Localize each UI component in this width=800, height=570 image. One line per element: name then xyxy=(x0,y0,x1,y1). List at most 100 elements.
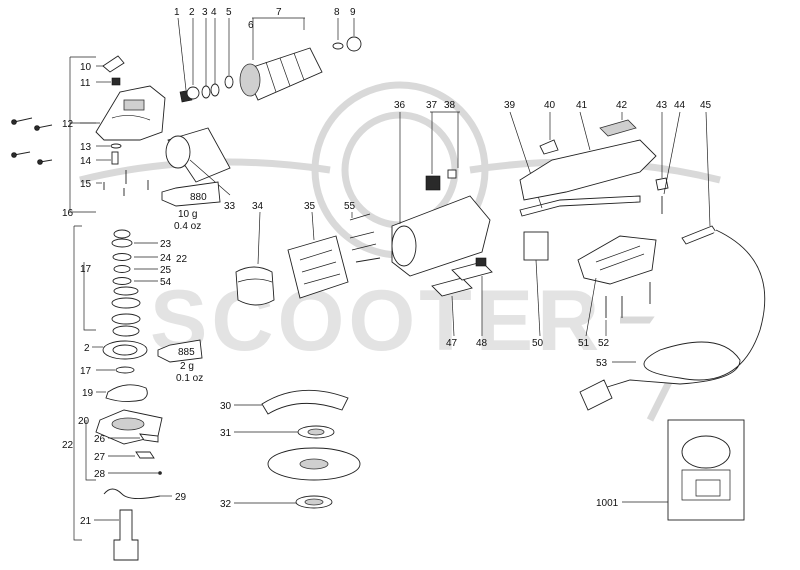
label-8: 8 xyxy=(334,7,340,18)
label-35: 35 xyxy=(304,201,316,212)
part-36-motor-housing xyxy=(391,195,491,277)
part-41-cover xyxy=(519,139,657,201)
part-30-guard xyxy=(261,389,349,415)
tube2-weight: 2 g xyxy=(180,361,194,372)
label-3: 3 xyxy=(202,7,208,18)
part-29-wire xyxy=(103,488,161,499)
label-52: 52 xyxy=(598,338,610,349)
part-9-bearing xyxy=(346,36,362,52)
part-11-block xyxy=(111,77,121,86)
label-53: 53 xyxy=(596,358,608,369)
label-43: 43 xyxy=(656,100,668,111)
part-26-lever xyxy=(139,433,159,443)
part-42-label xyxy=(599,119,637,137)
label-38: 38 xyxy=(444,100,456,111)
armature-group xyxy=(177,17,362,103)
label-27: 27 xyxy=(94,452,106,463)
label-20: 20 xyxy=(78,416,90,427)
housing-group xyxy=(391,111,766,411)
label-25: 25 xyxy=(160,265,172,276)
part-14-pin xyxy=(111,151,119,165)
part-3-washer xyxy=(201,85,211,99)
part-47-sheet xyxy=(431,277,473,297)
label-48: 48 xyxy=(476,338,488,349)
callout-labels: 1 2 3 4 5 6 7 8 9 10 11 12 13 14 15 16 1… xyxy=(62,7,712,527)
part-50-electronics xyxy=(523,231,549,261)
motor-group xyxy=(234,211,381,509)
spindle-group: 885 2 g 0.1 oz xyxy=(73,225,203,561)
label-28: 28 xyxy=(94,469,106,480)
part-10-clip xyxy=(102,55,125,73)
label-26: 26 xyxy=(94,434,106,445)
label-14: 14 xyxy=(80,156,92,167)
label-41: 41 xyxy=(576,100,588,111)
label-2: 2 xyxy=(189,7,195,18)
switch-small xyxy=(475,257,487,267)
part-51-handle-shell xyxy=(577,235,657,285)
label-12: 12 xyxy=(62,119,74,130)
part-4-washer xyxy=(210,83,220,97)
part-39-switch-rod xyxy=(519,195,641,217)
part-17-washer xyxy=(115,366,135,374)
label-21: 21 xyxy=(80,516,92,527)
part-19-flange xyxy=(105,384,148,403)
label-1: 1 xyxy=(174,7,180,18)
part-2-bearing xyxy=(186,86,200,100)
label-42: 42 xyxy=(616,100,628,111)
part-5-washer xyxy=(224,75,234,89)
label-2b: 2 xyxy=(84,343,90,354)
label-37: 37 xyxy=(426,100,438,111)
part-8-washer xyxy=(332,42,344,50)
gear-head-group: 880 10 g 0.4 oz xyxy=(11,55,231,232)
grease-tube-885: 885 2 g 0.1 oz xyxy=(157,339,203,384)
screws-16 xyxy=(11,117,53,165)
label-30: 30 xyxy=(220,401,232,412)
part-55-leads xyxy=(349,213,381,263)
label-47: 47 xyxy=(446,338,458,349)
label-4: 4 xyxy=(211,7,217,18)
tube2-code: 885 xyxy=(178,347,195,358)
label-13: 13 xyxy=(80,142,92,153)
detail-box-1001 xyxy=(622,419,745,521)
label-17: 17 xyxy=(80,264,92,275)
label-33: 33 xyxy=(224,201,236,212)
label-19: 19 xyxy=(82,388,94,399)
part-52-screws xyxy=(605,282,651,318)
part-13-washer xyxy=(110,143,122,149)
label-40: 40 xyxy=(544,100,556,111)
label-31: 31 xyxy=(220,428,232,439)
label-45: 45 xyxy=(700,100,712,111)
part-21-spindle xyxy=(113,509,139,561)
tube1-code: 880 xyxy=(190,192,207,203)
part-33-side-handle xyxy=(165,127,231,196)
watermark-text: SCOOTER xyxy=(150,273,603,369)
label-7: 7 xyxy=(276,7,282,18)
part-53-cable xyxy=(603,229,766,389)
label-9: 9 xyxy=(350,7,356,18)
label-16: 16 xyxy=(62,208,74,219)
label-22: 22 xyxy=(62,440,74,451)
label-54: 54 xyxy=(160,277,172,288)
part-40-button xyxy=(539,139,559,155)
label-10: 10 xyxy=(80,62,92,73)
label-36: 36 xyxy=(394,100,406,111)
label-44: 44 xyxy=(674,100,686,111)
part-12-gear-housing xyxy=(95,85,166,141)
label-34: 34 xyxy=(252,201,264,212)
grease-tube-880: 880 10 g 0.4 oz xyxy=(161,181,221,232)
part-48-sheet xyxy=(451,261,493,281)
label-22b: 22 xyxy=(176,254,188,265)
label-50: 50 xyxy=(532,338,544,349)
label-6: 6 xyxy=(248,20,254,31)
label-32: 32 xyxy=(220,499,232,510)
label-23: 23 xyxy=(160,239,172,250)
part-38-spring xyxy=(447,169,457,179)
label-11: 11 xyxy=(80,78,91,89)
label-1001: 1001 xyxy=(596,498,619,509)
part-34-fan xyxy=(235,266,275,306)
label-55: 55 xyxy=(344,201,356,212)
label-15: 15 xyxy=(80,179,92,190)
part-27-spring xyxy=(135,451,155,459)
tube2-oz: 0.1 oz xyxy=(176,373,203,384)
